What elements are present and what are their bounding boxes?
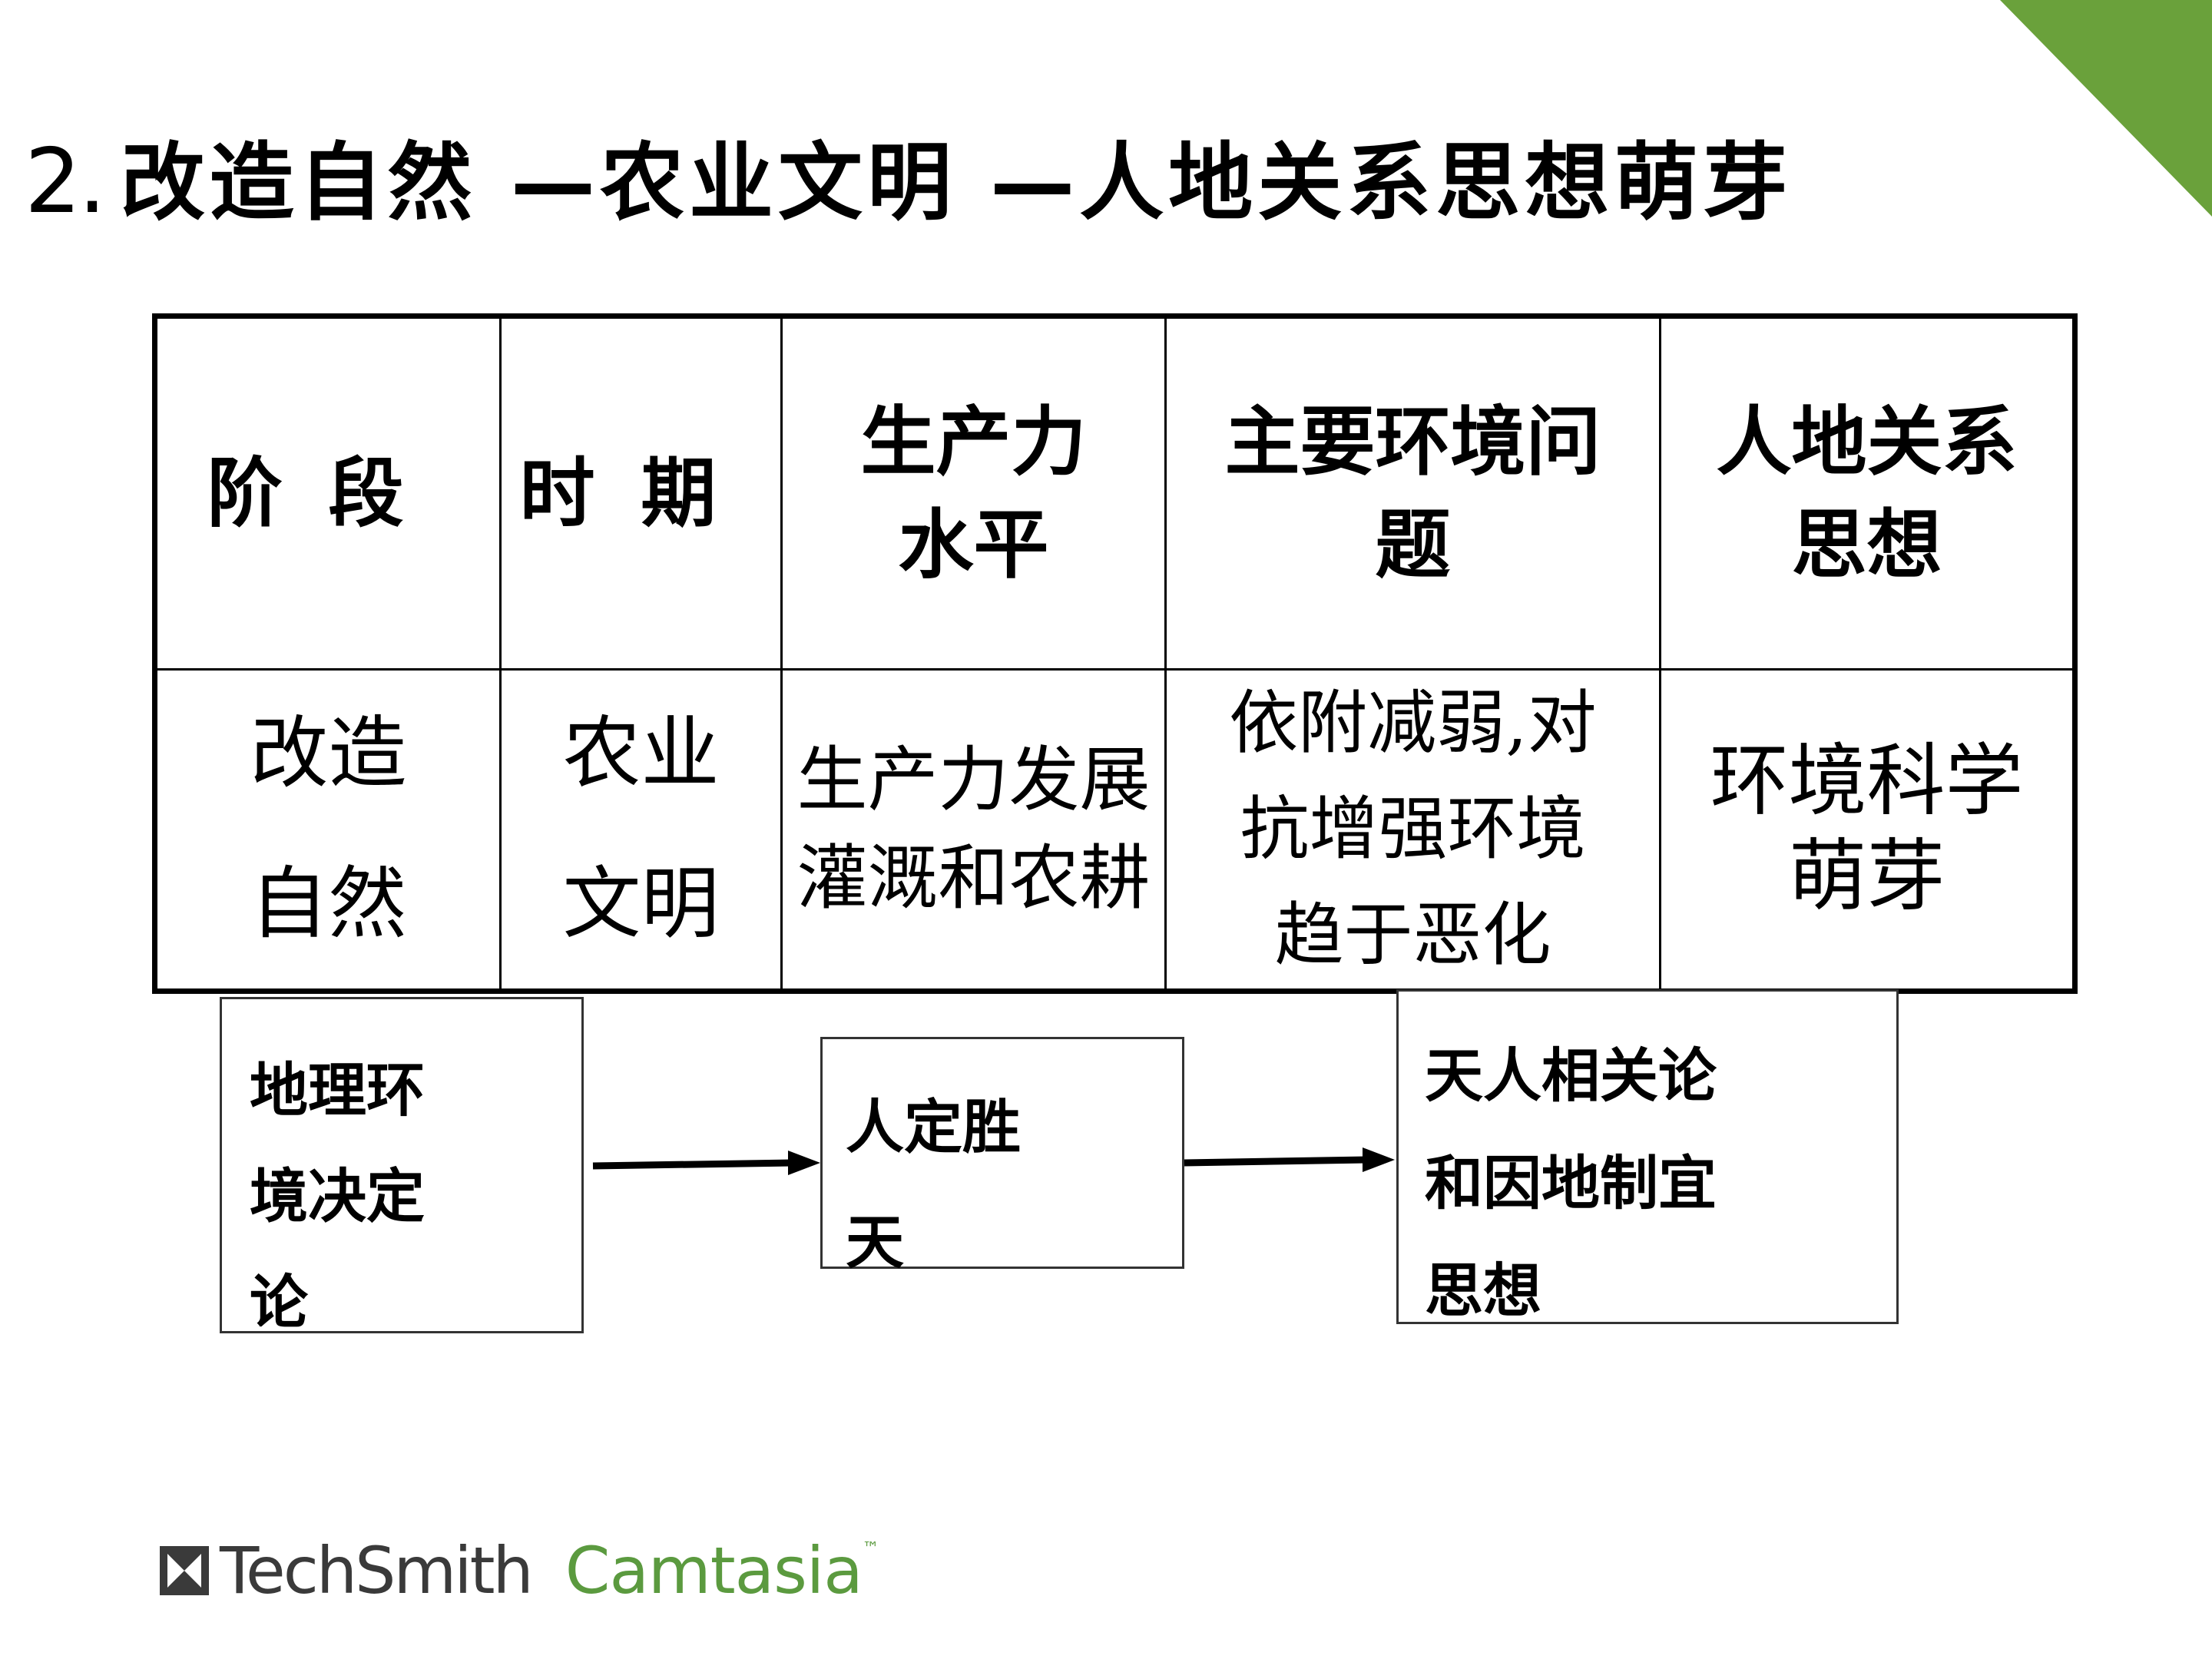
- trademark-mark: ™: [862, 1539, 879, 1558]
- title-text: 改造自然 —农业文明 —人地关系思想萌芽: [120, 134, 1793, 232]
- page-title: 2. 改造自然 —农业文明 —人地关系思想萌芽: [25, 114, 1792, 233]
- title-number: 2.: [25, 130, 107, 233]
- flow-box-man-conquers-nature: 人定胜 天: [820, 1037, 1184, 1277]
- header-env-problem: 主要环境问 题: [1164, 315, 1661, 671]
- flow-arrow-2: [1184, 1147, 1395, 1172]
- camtasia-watermark: TechSmith Camtasia ™: [157, 1528, 879, 1613]
- header-period: 时期: [499, 315, 783, 671]
- cell-relation-thought: 环境科学 萌芽: [1659, 668, 2076, 992]
- table-header-row: 阶段 时期 生产力 水平 主要环境问 题 人地关系 思想: [154, 315, 2076, 671]
- header-productivity: 生产力 水平: [780, 315, 1167, 671]
- brand-techsmith: TechSmith: [220, 1533, 534, 1608]
- table-row: 改造 自然 农业 文明 生产力发展 灌溉和农耕 依附减弱,对 抗增强环境 趋于恶…: [154, 668, 2076, 992]
- product-camtasia: Camtasia: [565, 1533, 863, 1608]
- corner-decoration: [1982, 0, 2212, 223]
- cell-env-problem: 依附减弱,对 抗增强环境 趋于恶化: [1164, 668, 1661, 992]
- cell-productivity: 生产力发展 灌溉和农耕: [780, 668, 1167, 992]
- techsmith-logo-icon: [160, 1546, 209, 1595]
- header-relation-thought: 人地关系 思想: [1659, 315, 2076, 671]
- cell-stage: 改造 自然: [154, 668, 502, 992]
- header-stage: 阶段: [154, 315, 502, 671]
- flow-box-geographic-determinism: 地理环 境决定 论: [220, 997, 584, 1336]
- comparison-table: 阶段 时期 生产力 水平 主要环境问 题 人地关系 思想 改造 自然 农业 文明…: [152, 313, 2078, 994]
- cell-period: 农业 文明: [499, 668, 783, 992]
- flow-arrow-1: [592, 1151, 820, 1175]
- flow-box-harmony-thought: 天人相关论 和因地制宜 思想: [1396, 989, 1899, 1325]
